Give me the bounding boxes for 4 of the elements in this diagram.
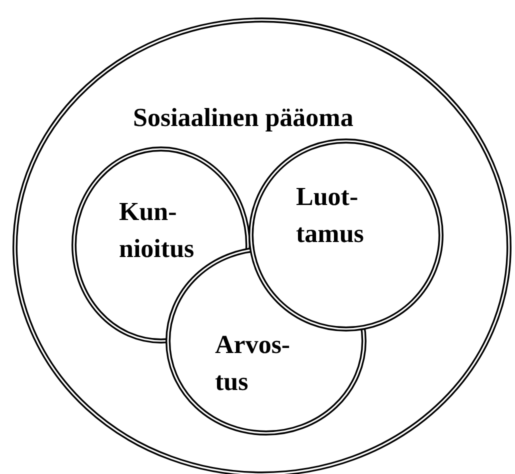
circle-label: Luot- tamus <box>296 181 365 250</box>
circle-label: Kun- nioitus <box>119 196 196 265</box>
heading: Sosiaalinen pääoma <box>133 102 354 134</box>
circle-label: Arvos- tus <box>215 329 292 398</box>
